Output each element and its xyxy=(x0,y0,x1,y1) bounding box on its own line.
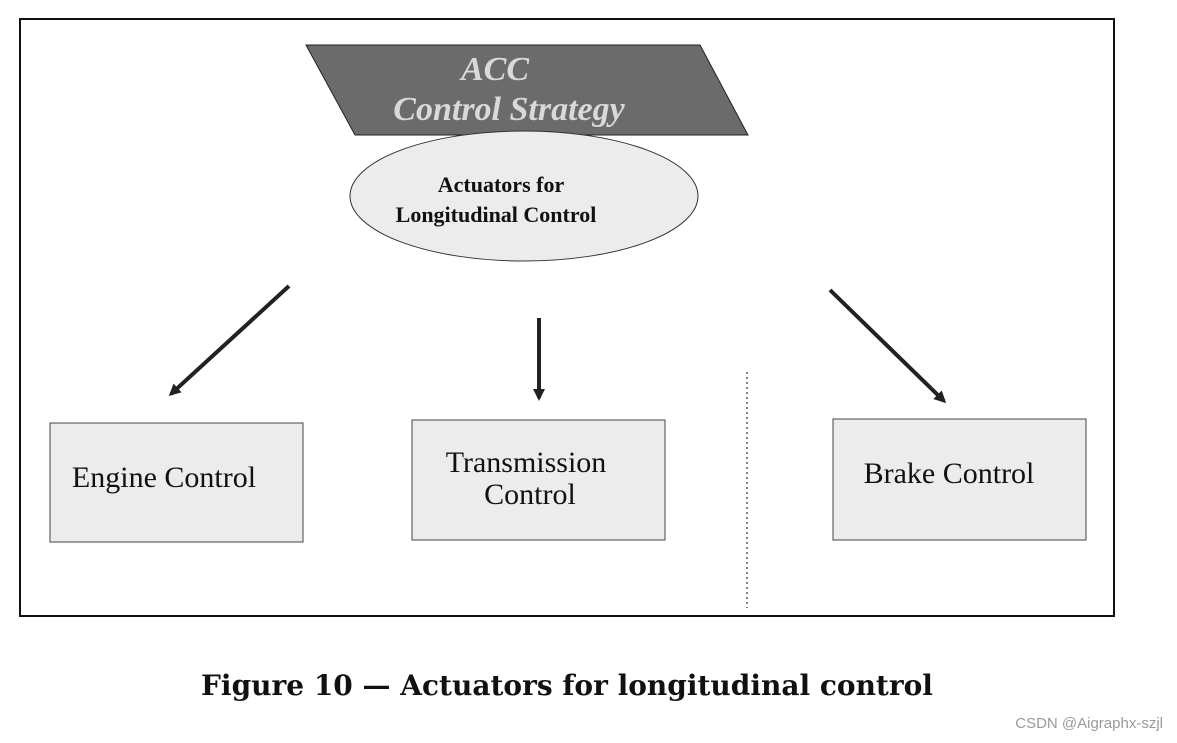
acc-strategy-parallelogram xyxy=(305,44,749,136)
brake-control-label: Brake Control xyxy=(864,457,1035,490)
actuators-line2: Longitudinal Control xyxy=(396,202,597,227)
arrow-to-brake xyxy=(828,288,947,404)
transmission-control-line1: Transmission xyxy=(446,446,607,479)
diagram-frame xyxy=(19,18,1115,617)
figure-caption: Figure 10 — Actuators for longitudinal c… xyxy=(201,669,933,702)
engine-control-label: Engine Control xyxy=(72,461,256,494)
transmission-control-line2: Control xyxy=(484,478,576,511)
brake-control-box xyxy=(832,418,1087,541)
watermark-text: CSDN @Aigraphx-szjl xyxy=(1015,715,1163,732)
transmission-control-box xyxy=(411,419,666,541)
arrow-to-engine xyxy=(168,284,291,397)
actuators-ellipse xyxy=(349,130,699,262)
acc-title-line1: ACC xyxy=(459,51,529,88)
engine-control-box xyxy=(49,422,304,543)
actuators-line1: Actuators for xyxy=(438,172,565,197)
acc-title-line2: Control Strategy xyxy=(393,91,625,128)
